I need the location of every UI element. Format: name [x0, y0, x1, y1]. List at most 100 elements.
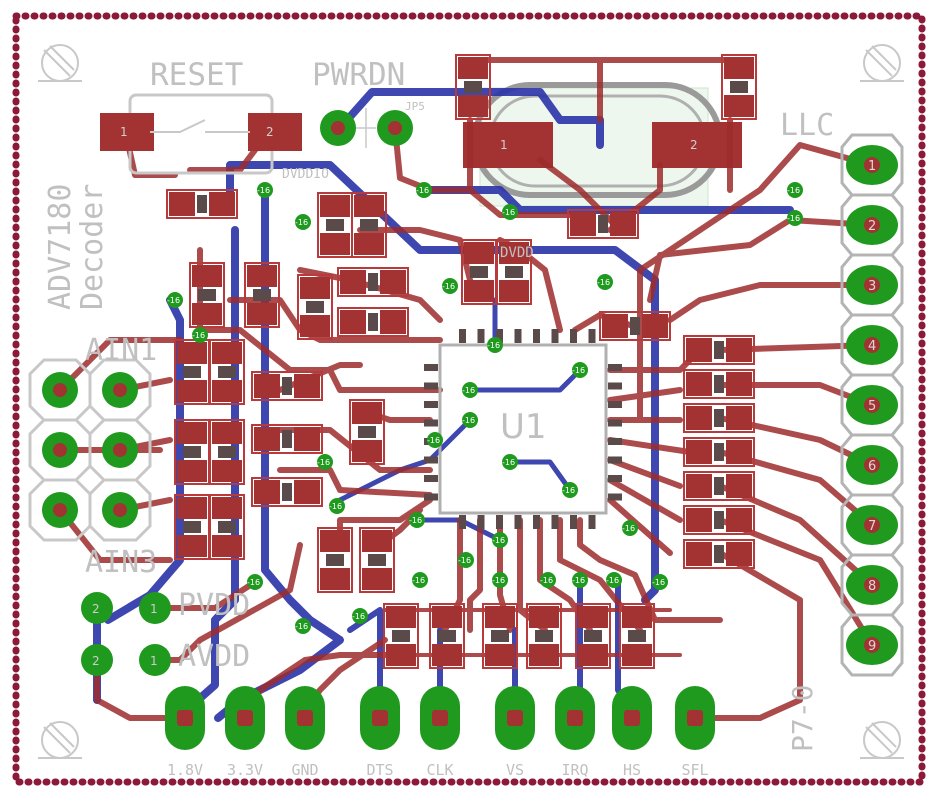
bottom-pin-label: IRQ: [561, 761, 588, 779]
ic-pin: [533, 515, 540, 529]
ic-pin: [608, 364, 622, 371]
via-label: -16: [502, 458, 515, 467]
svg-text:1: 1: [120, 125, 128, 139]
ic-pin: [608, 419, 622, 427]
via: [597, 274, 613, 290]
via-label: -16: [492, 536, 505, 545]
smd-component: [251, 424, 323, 454]
ic-pin: [588, 515, 596, 529]
mounting-hole-icon: [860, 721, 904, 759]
via-label: -16: [787, 214, 800, 223]
header-outline: [88, 478, 152, 542]
ic-pin: [514, 515, 522, 529]
smd-component: [683, 471, 755, 501]
bottom-pin-label: 1.8V: [167, 761, 203, 779]
smd-component: [683, 369, 755, 399]
ic-label: U1: [500, 407, 547, 447]
via: [492, 532, 508, 548]
mounting-holes: [38, 44, 904, 759]
ic-pin: [459, 329, 466, 343]
crystal-pad-2: 2: [690, 138, 698, 152]
bottom-pin-hole: [624, 710, 640, 726]
via: [562, 482, 578, 498]
via: [622, 520, 638, 536]
right-pin-hole: [864, 517, 880, 533]
board-title-line1: ADV7180: [43, 184, 78, 310]
smd-component: [683, 437, 755, 467]
via-label: -16: [167, 296, 180, 305]
bottom-pin-label: DTS: [366, 761, 393, 779]
via-label: -16: [416, 186, 429, 195]
via-label: -16: [192, 331, 205, 340]
right-pin-hole: [864, 457, 880, 473]
right-pin-hole: [864, 277, 880, 293]
smd-component: [429, 603, 465, 669]
p7-0-label: P7-0: [786, 685, 819, 752]
via: [572, 572, 588, 588]
via: [606, 572, 622, 588]
via-label: -16: [622, 524, 635, 533]
ain-pin-hole: [53, 443, 67, 457]
via: [167, 292, 183, 308]
via: [295, 618, 311, 634]
via: [487, 337, 503, 353]
smd-component: [337, 307, 409, 337]
via-label: -16: [317, 458, 330, 467]
via-label: -16: [329, 502, 342, 511]
via: [317, 454, 333, 470]
pwrdn-jumper: JP5: [320, 100, 425, 148]
via: [502, 454, 518, 470]
ic-pin: [588, 329, 596, 343]
ic-pin: [424, 419, 438, 427]
right-pin-number: 1: [868, 159, 876, 174]
smd-component: [359, 527, 395, 593]
via: [492, 572, 508, 588]
board-title-line2: Decoder: [75, 184, 110, 310]
smd-component: [337, 267, 409, 297]
ic-pin: [424, 401, 438, 408]
via-label: -16: [462, 416, 475, 425]
board-outline: [12, 12, 926, 786]
via-label: -16: [606, 576, 619, 585]
smd-component: [174, 339, 210, 405]
via-label: -16: [652, 578, 665, 587]
via: [442, 278, 458, 294]
bottom-pin-label: HS: [623, 761, 641, 779]
smd-component: [721, 54, 757, 120]
ic-pin: [608, 493, 622, 501]
svg-text:1: 1: [150, 654, 158, 668]
dvdd-label: DVDD: [500, 245, 534, 261]
via-label: -16: [295, 218, 308, 227]
pwrdn-label: PWRDN: [312, 57, 405, 93]
via: [540, 572, 556, 588]
jumper-label: JP5: [405, 100, 425, 113]
ain-pin-hole: [113, 503, 127, 517]
via-label: -16: [257, 186, 270, 195]
right-pin-number: 4: [868, 339, 876, 354]
ain-pin-hole: [113, 383, 127, 397]
reset-switch: 1 2: [100, 93, 302, 175]
ic-pin: [533, 329, 540, 343]
via: [502, 204, 518, 220]
ic-pin: [608, 438, 622, 445]
smd-component: [209, 339, 245, 405]
ain-pin-hole: [53, 383, 67, 397]
smd-component: [351, 192, 387, 258]
via-label: -16: [295, 622, 308, 631]
avdd-label: AVDD: [178, 639, 250, 674]
right-pin-number: 5: [868, 399, 876, 414]
smd-component: [683, 335, 755, 365]
via: [572, 362, 588, 378]
ic-pin: [424, 456, 438, 464]
via-label: -16: [352, 612, 365, 621]
via: [787, 182, 803, 198]
vias: -16 -16 -16 -16 -16 -16 -16 -16 -16 -16 -16 -16 -16 -…: [167, 182, 803, 634]
ic-pin: [496, 329, 503, 343]
right-pin-number: 3: [868, 279, 876, 294]
smd-component: [251, 477, 323, 507]
smd-component: [297, 274, 333, 340]
smd-component: [575, 603, 611, 669]
ic-pin: [477, 329, 485, 343]
